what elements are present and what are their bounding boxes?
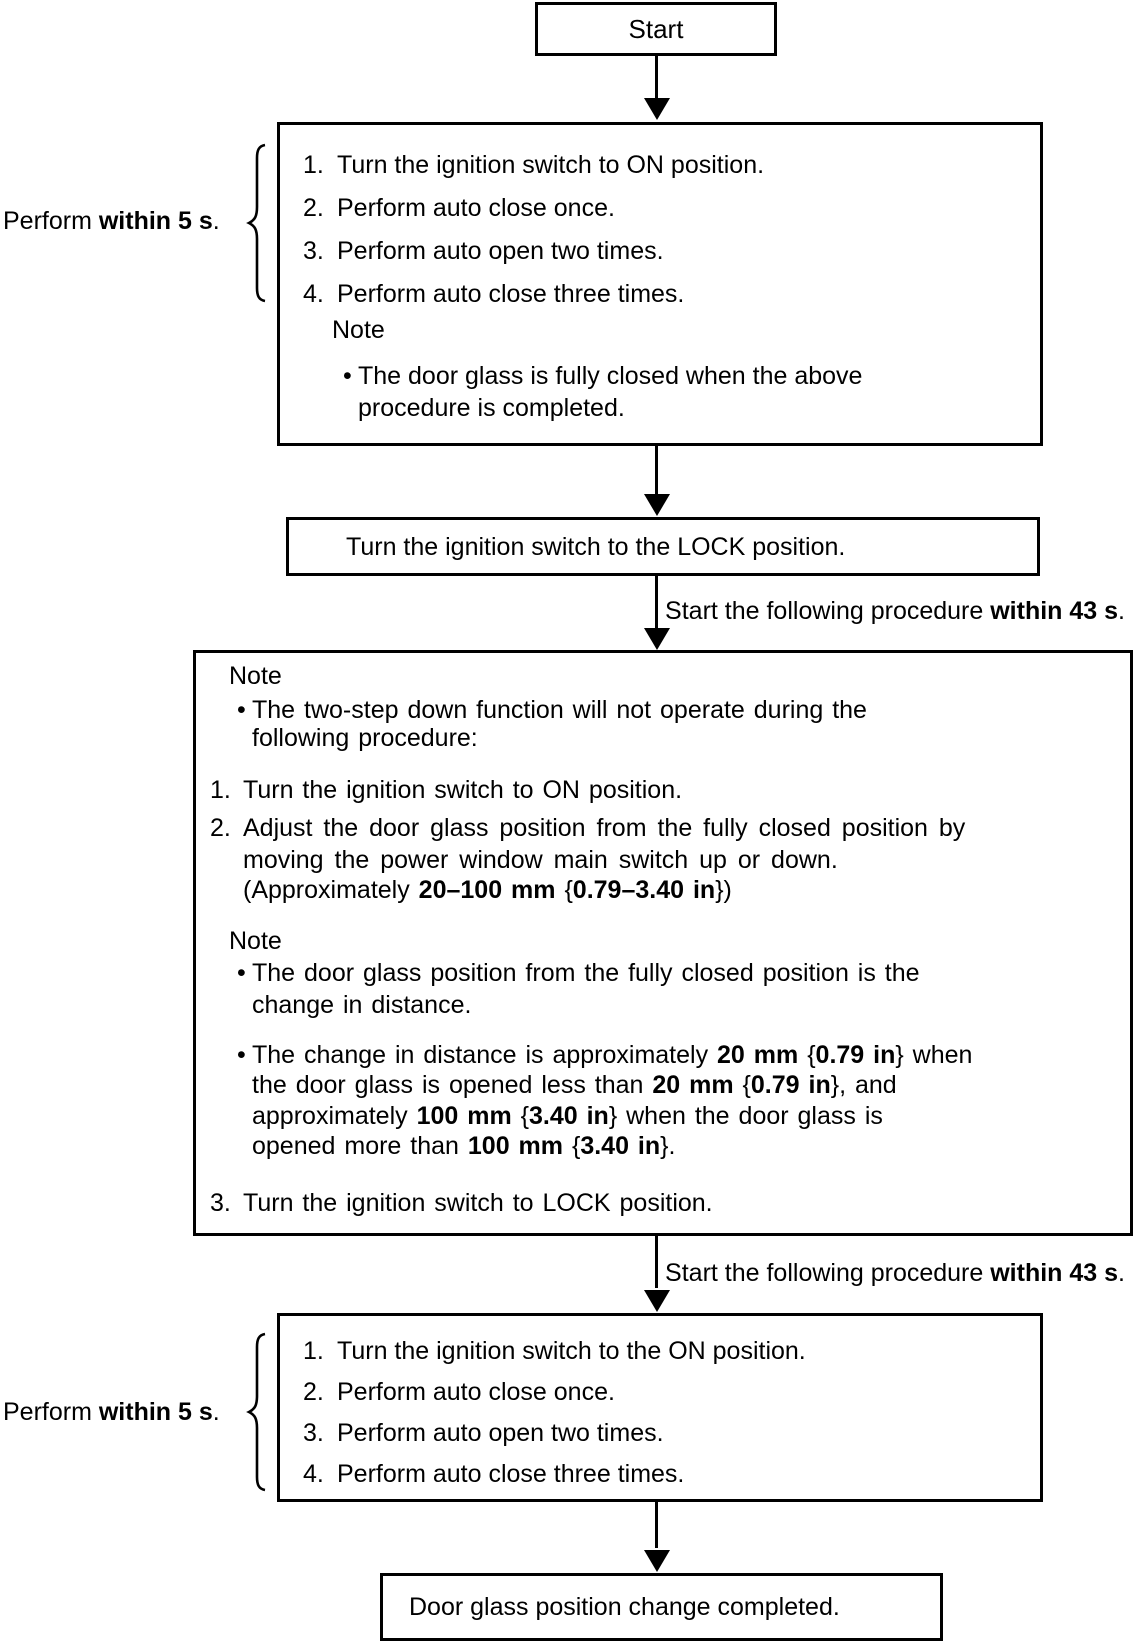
bullet-icon: • <box>343 362 352 390</box>
note-text: following procedure: <box>252 724 478 752</box>
bullet-icon: • <box>237 959 246 987</box>
flow-line <box>655 446 658 496</box>
lock-position-text: Turn the ignition switch to the LOCK pos… <box>346 532 846 561</box>
list-item-text: Perform auto open two times. <box>337 1419 664 1447</box>
main-procedure-box: Note • The two-step down function will n… <box>193 650 1133 1236</box>
start-following-suffix: . <box>1118 1259 1125 1287</box>
list-item-number: 3. <box>303 237 324 265</box>
start-following-label-1: Start the following procedure within 43 … <box>665 597 1125 625</box>
list-item-number: 2. <box>303 194 324 222</box>
curly-brace-icon-2 <box>246 1332 266 1492</box>
list-item-text: Turn the ignition switch to ON position. <box>337 151 765 179</box>
list-item-text: (Approximately 20–100 mm {0.79–3.40 in}) <box>243 876 732 904</box>
note-text: the door glass is opened less than 20 mm… <box>252 1071 897 1099</box>
note-heading: Note <box>332 316 385 344</box>
list-item-number: 1. <box>303 1337 324 1365</box>
list-item-text: Perform auto open two times. <box>337 237 664 265</box>
start-following-bold: within 43 s <box>990 1259 1119 1287</box>
list-item-number: 2. <box>303 1378 324 1406</box>
perform-label-prefix: Perform <box>3 207 99 235</box>
note-heading: Note <box>229 927 282 955</box>
list-item-number: 2. <box>210 814 231 842</box>
start-node: Start <box>535 2 777 56</box>
lock-position-box: Turn the ignition switch to the LOCK pos… <box>286 517 1040 576</box>
start-node-label: Start <box>628 14 684 44</box>
flow-line <box>655 1502 658 1548</box>
flow-line <box>655 576 658 630</box>
start-following-label-2: Start the following procedure within 43 … <box>665 1259 1125 1287</box>
note-text: procedure is completed. <box>358 394 625 422</box>
bullet-icon: • <box>237 696 246 724</box>
completed-text: Door glass position change completed. <box>409 1593 840 1621</box>
note-text: The door glass is fully closed when the … <box>358 362 863 390</box>
arrow-down-icon <box>644 494 670 516</box>
perform-label-suffix: . <box>212 1398 220 1426</box>
start-following-prefix: Start the following procedure <box>665 597 991 625</box>
start-following-bold: within 43 s <box>990 597 1119 625</box>
list-item-text: Turn the ignition switch to the ON posit… <box>337 1337 806 1365</box>
note-text: The door glass position from the fully c… <box>252 959 920 987</box>
perform-label-bold: within 5 s <box>98 1398 213 1426</box>
perform-label-prefix: Perform <box>3 1398 99 1426</box>
perform-label-suffix: . <box>212 207 220 235</box>
list-item-number: 1. <box>210 776 231 804</box>
bullet-icon: • <box>237 1041 246 1069</box>
list-item-text: Perform auto close three times. <box>337 1460 685 1488</box>
procedure-box-second: 1. Turn the ignition switch to the ON po… <box>277 1313 1043 1502</box>
note-text: The two-step down function will not oper… <box>252 696 867 724</box>
list-item-text: moving the power window main switch up o… <box>243 846 838 874</box>
list-item-number: 1. <box>303 151 324 179</box>
note-text: approximately 100 mm {3.40 in} when the … <box>252 1102 883 1130</box>
note-text: change in distance. <box>252 991 472 1019</box>
arrow-down-icon <box>644 1550 670 1572</box>
perform-within-label-2: Perform within 5 s. <box>3 1398 220 1426</box>
flow-line <box>655 56 658 98</box>
list-item-text: Turn the ignition switch to ON position. <box>243 776 683 804</box>
list-item-text: Turn the ignition switch to LOCK positio… <box>243 1189 713 1217</box>
list-item-number: 3. <box>303 1419 324 1447</box>
flow-line <box>655 1236 658 1288</box>
start-following-prefix: Start the following procedure <box>665 1259 991 1287</box>
completed-box: Door glass position change completed. <box>380 1573 943 1641</box>
list-item-text: Perform auto close once. <box>337 194 615 222</box>
list-item-text: Perform auto close once. <box>337 1378 615 1406</box>
list-item-text: Adjust the door glass position from the … <box>243 814 966 842</box>
list-item-number: 4. <box>303 280 324 308</box>
note-text: opened more than 100 mm {3.40 in}. <box>252 1132 676 1160</box>
start-following-suffix: . <box>1118 597 1125 625</box>
list-item-number: 3. <box>210 1189 231 1217</box>
arrow-down-icon <box>644 98 670 120</box>
arrow-down-icon <box>644 628 670 650</box>
list-item-text: Perform auto close three times. <box>337 280 685 308</box>
note-heading: Note <box>229 662 282 690</box>
note-text: The change in distance is approximately … <box>252 1041 973 1069</box>
curly-brace-icon-1 <box>246 143 266 303</box>
perform-within-label-1: Perform within 5 s. <box>3 207 220 235</box>
arrow-down-icon <box>644 1290 670 1312</box>
perform-label-bold: within 5 s <box>98 207 213 235</box>
procedure-box-first: 1. Turn the ignition switch to ON positi… <box>277 122 1043 446</box>
list-item-number: 4. <box>303 1460 324 1488</box>
